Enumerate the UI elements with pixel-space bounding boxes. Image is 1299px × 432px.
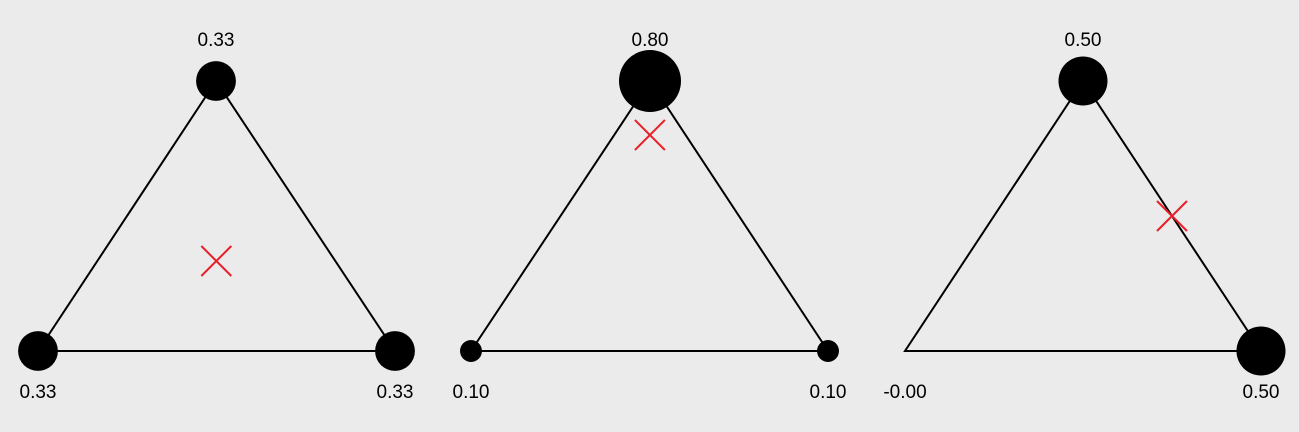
vertex-dot-right [1236, 326, 1286, 376]
triangle-outline [469, 79, 830, 352]
weight-label-right: 0.10 [810, 382, 847, 403]
vertex-dot-right [817, 340, 839, 362]
weight-label-top: 0.80 [632, 30, 669, 51]
weight-label-left: 0.33 [20, 382, 57, 403]
weight-label-left: -0.00 [883, 382, 926, 403]
vertex-dot-right [375, 331, 415, 371]
vertex-dot-top [1058, 56, 1108, 106]
centroid-x-mark-icon [200, 245, 233, 277]
panel-1: 0.33 0.33 0.33 [18, 30, 415, 403]
weight-label-right: 0.50 [1243, 382, 1280, 403]
vertex-dot-top [619, 50, 681, 112]
weight-label-top: 0.50 [1065, 30, 1102, 51]
weight-label-right: 0.33 [377, 382, 414, 403]
panel-2: 0.80 0.10 0.10 [453, 30, 847, 403]
centroid-x-mark-icon [634, 119, 666, 151]
panel-3: 0.50 -0.00 0.50 [883, 30, 1286, 403]
triangle-outline [36, 79, 397, 352]
vertex-dot-top [196, 61, 236, 101]
triangle-outline [903, 79, 1263, 352]
vertex-dot-left [460, 340, 482, 362]
centroid-x-mark-icon [1156, 200, 1188, 232]
weight-label-top: 0.33 [198, 30, 235, 51]
vertex-dot-left [18, 331, 58, 371]
weight-label-left: 0.10 [453, 382, 490, 403]
